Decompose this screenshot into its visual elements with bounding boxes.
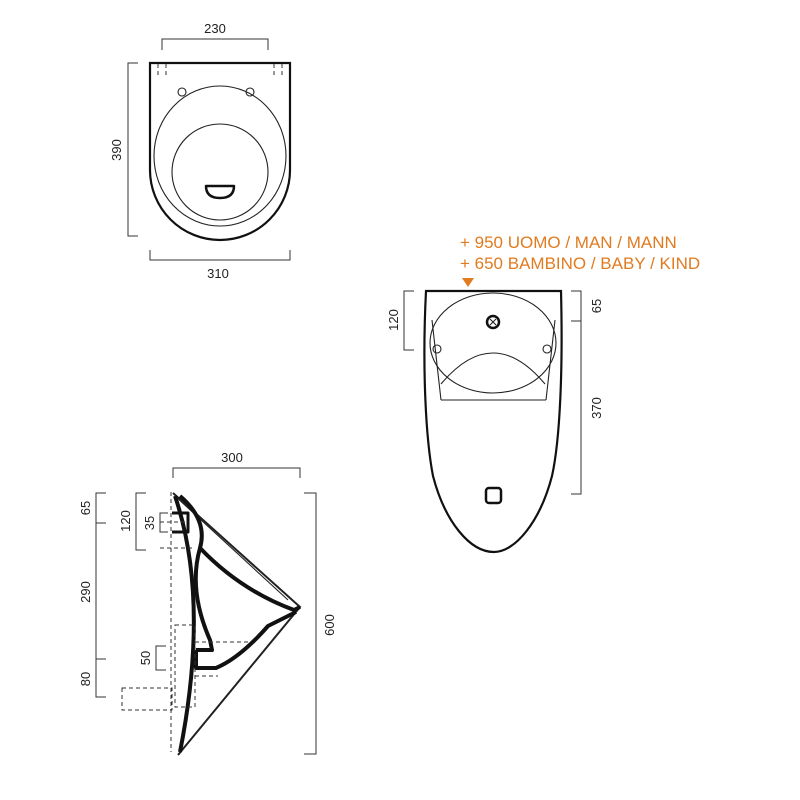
side-view-dim-line-80 [95,659,106,698]
side-view-dim-50: 50 [138,651,153,665]
front-view-dim-120: 120 [386,309,401,331]
front-view-bowl-outer [429,292,557,394]
side-view-dim-300: 300 [221,450,243,465]
front-view-height-marker-icon [462,278,474,287]
top-view-dim-line-390 [127,62,138,237]
top-view-dim-line-310 [149,250,291,261]
side-view-dim-line-50 [155,645,166,671]
side-view-dim-65: 65 [78,501,93,515]
front-view-bowl-edge-right [545,319,556,401]
side-view-dim-line-600 [304,492,317,755]
front-view-fixing-hole-right [542,344,552,354]
front-view-fixing-hole-left [432,344,442,354]
top-view-drain [204,184,236,200]
side-view-trap [194,610,297,670]
side-view-dim-600: 600 [322,614,337,636]
top-view-corner-mark-right [273,64,283,78]
top-view-corner-mark-left [157,64,167,78]
side-view-rear-wall [173,495,196,753]
top-view-dim-310: 310 [207,266,229,281]
front-view-dim-line-120 [403,290,414,351]
front-view-dim-370: 370 [589,397,604,419]
front-view-outline [423,289,563,554]
side-view-dim-80: 80 [78,672,93,686]
top-view: 230 390 310 [109,21,292,281]
front-view-bowl-rim [440,352,546,385]
side-view-dim-35: 35 [142,516,157,530]
front-view-outlet [484,486,503,505]
front-view-dim-line-65 [571,290,582,322]
side-view-outlet-box [174,624,196,708]
front-view-height-note-man: + 950 UOMO / MAN / MANN [460,233,677,252]
top-view-dim-230: 230 [204,21,226,36]
front-view-dim-line-370 [571,321,582,495]
side-view-dim-120: 120 [118,510,133,532]
front-view-bowl-edge-left [431,319,442,401]
front-view-dim-65: 65 [589,299,604,313]
side-view-dim-290: 290 [78,581,93,603]
side-view-inlet [172,511,190,534]
top-view-dim-line-230 [161,38,269,50]
side-view: 300 65 290 80 120 35 50 600 [78,450,337,756]
side-view-waste-pipe [121,687,173,711]
side-view-bowl-wall [178,494,214,652]
side-view-inlet-pipe [160,521,192,549]
side-view-dim-line-300 [172,467,301,478]
front-view-height-note-child: + 650 BAMBINO / BABY / KIND [460,254,700,273]
front-view-inlet-cross [489,318,497,326]
side-view-dim-line-120 [135,492,146,551]
top-view-dim-390: 390 [109,139,124,161]
top-view-bowl-outer [153,85,287,227]
top-view-outline [148,61,292,242]
side-view-dim-line-35 [159,512,168,533]
front-view-inlet [485,314,501,330]
front-view: + 950 UOMO / MAN / MANN + 650 BAMBINO / … [386,233,700,554]
side-view-dim-line-65 [95,492,106,524]
top-view-bowl-inner [171,123,269,221]
side-view-bowl-return [198,546,301,612]
top-view-fixing-hole-left [177,87,187,97]
side-view-dim-line-290 [95,523,106,660]
side-view-outlet-pipe [195,641,250,677]
